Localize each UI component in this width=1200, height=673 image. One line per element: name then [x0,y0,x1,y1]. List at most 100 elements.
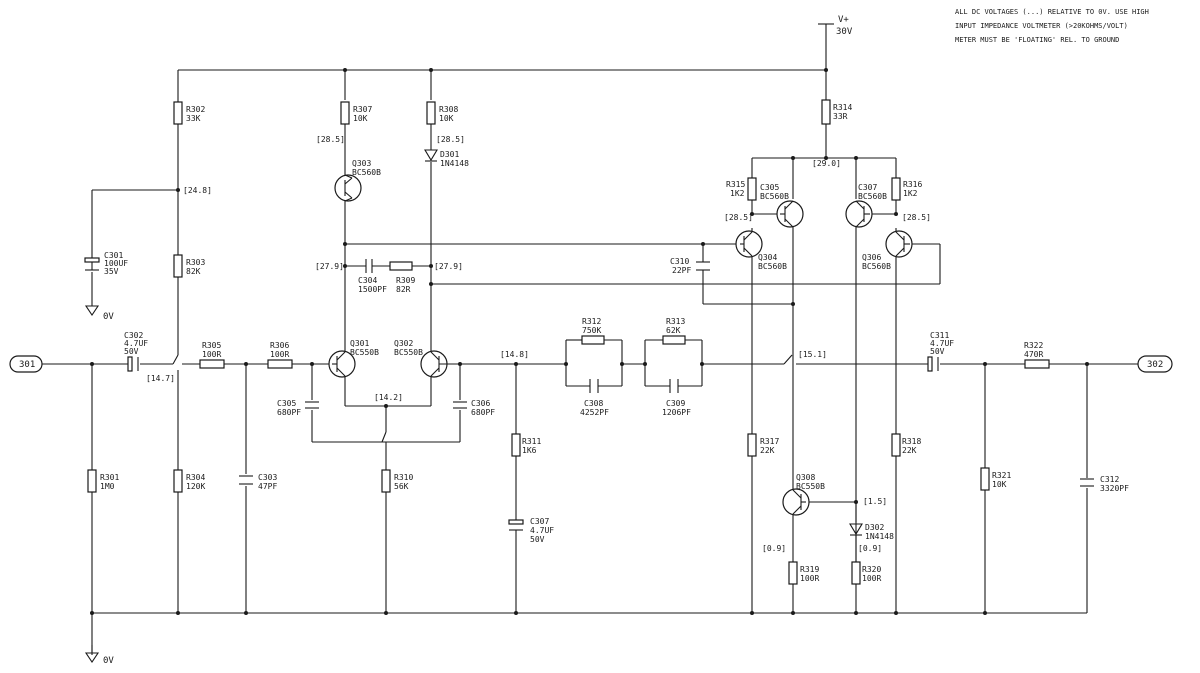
svg-text:100R: 100R [800,574,819,583]
svg-text:R321: R321 [992,471,1011,480]
input-port[interactable]: 301 [9,355,43,373]
svg-text:100UF: 100UF [104,259,128,268]
svg-text:47PF: 47PF [258,482,277,491]
svg-text:680PF: 680PF [471,408,495,417]
svg-text:Q308: Q308 [796,473,815,482]
voltage-27-9-left: [27.9] [315,262,344,271]
voltage-28-5-q305: [28.5] [724,213,753,222]
svg-text:C301: C301 [104,251,123,260]
svg-text:R316: R316 [903,180,922,189]
svg-text:Q301: Q301 [350,339,369,348]
svg-text:10K: 10K [353,114,368,123]
svg-text:BC560B: BC560B [352,168,381,177]
voltage-0-9-right: [0.9] [858,544,882,553]
svg-text:10K: 10K [439,114,454,123]
voltage-14-2: [14.2] [374,393,403,402]
svg-text:1K2: 1K2 [730,189,745,198]
svg-text:D302: D302 [865,523,884,532]
ground-symbol-1: 0V [85,297,114,322]
svg-text:1M0: 1M0 [100,482,115,491]
svg-text:C302: C302 [124,331,143,340]
voltage-1-5: [1.5] [863,497,887,506]
svg-text:BC560B: BC560B [758,262,787,271]
svg-text:BC550B: BC550B [394,348,423,357]
voltage-15-1: [15.1] [798,350,827,359]
svg-text:3320PF: 3320PF [1100,484,1129,493]
svg-text:BC560B: BC560B [760,192,789,201]
svg-text:C309: C309 [666,399,685,408]
svg-text:82R: 82R [396,285,411,294]
svg-text:R317: R317 [760,437,779,446]
svg-text:R319: R319 [800,565,819,574]
voltage-0-9-left: [0.9] [762,544,786,553]
output-port[interactable]: 302 [1137,355,1173,373]
ground-symbol-2: 0V [85,644,114,666]
junction-dots [90,68,1089,615]
svg-text:4252PF: 4252PF [580,408,609,417]
svg-text:R310: R310 [394,473,413,482]
svg-text:C307: C307 [530,517,549,526]
note-line-2: INPUT IMPEDANCE VOLTMETER (>20KOHMS/VOLT… [955,22,1128,30]
svg-text:C305: C305 [760,183,779,192]
svg-text:33R: 33R [833,112,848,121]
svg-text:R312: R312 [582,317,601,326]
svg-text:R315: R315 [726,180,745,189]
svg-text:50V: 50V [124,347,139,356]
svg-text:35V: 35V [104,267,119,276]
svg-text:R318: R318 [902,437,921,446]
svg-text:R313: R313 [666,317,685,326]
svg-text:R311: R311 [522,437,541,446]
svg-text:1206PF: 1206PF [662,408,691,417]
svg-text:33K: 33K [186,114,201,123]
svg-text:10K: 10K [992,480,1007,489]
svg-text:C310: C310 [670,257,689,266]
svg-text:1N4148: 1N4148 [440,159,469,168]
svg-text:R320: R320 [862,565,881,574]
wires [42,23,1138,655]
svg-text:C305: C305 [277,399,296,408]
svg-text:C311: C311 [930,331,949,340]
svg-text:680PF: 680PF [277,408,301,417]
svg-text:R309: R309 [396,276,415,285]
voltage-14-7: [14.7] [146,374,175,383]
svg-text:C304: C304 [358,276,377,285]
svg-text:R305: R305 [202,341,221,350]
svg-text:82K: 82K [186,267,201,276]
svg-text:1K2: 1K2 [903,189,918,198]
svg-text:R302: R302 [186,105,205,114]
svg-text:R301: R301 [100,473,119,482]
svg-text:C306: C306 [471,399,490,408]
svg-text:100R: 100R [202,350,221,359]
voltage-28-5-d301: [28.5] [436,135,465,144]
